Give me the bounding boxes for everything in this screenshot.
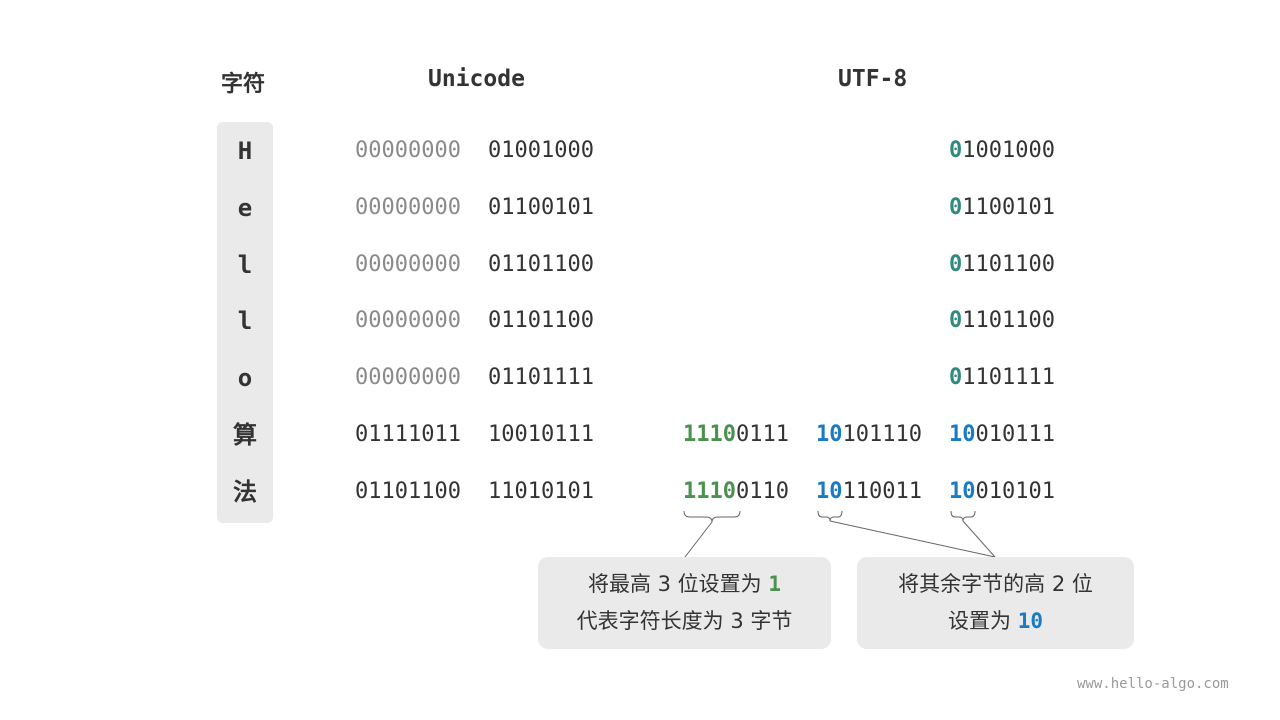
- note-rest-line1: 将其余字节的高 2 位: [898, 572, 1093, 596]
- unicode-high-byte: 01101100: [355, 479, 461, 504]
- utf8-byte: 01100101: [949, 192, 1055, 224]
- utf8-payload-bits: 1001000: [962, 138, 1055, 163]
- unicode-high-byte: 00000000: [355, 195, 461, 220]
- utf8-byte: 10101110: [816, 419, 922, 451]
- char-cell: o: [237, 364, 253, 392]
- utf8-prefix-bits: 10: [949, 479, 976, 504]
- connector-note-rest-b: [962, 520, 996, 558]
- utf8-byte: 11100110: [683, 476, 789, 508]
- utf8-payload-bits: 110011: [842, 479, 922, 504]
- char-cell: e: [237, 194, 253, 222]
- unicode-high-byte: 01111011: [355, 422, 461, 447]
- unicode-high-byte: 00000000: [355, 308, 461, 333]
- unicode-low-byte: 01101111: [488, 365, 594, 390]
- utf8-payload-bits: 0111: [735, 422, 789, 447]
- utf8-prefix-bits: 10: [949, 422, 976, 447]
- note-lead-highlight: 1: [768, 572, 782, 596]
- utf8-prefix-bits: 10: [816, 479, 843, 504]
- utf8-byte: 01101100: [949, 249, 1055, 281]
- brace-continuation-bits-2: [817, 510, 843, 522]
- header-char: 字符: [221, 72, 266, 97]
- note-lead-byte: 将最高 3 位设置为 1 代表字符长度为 3 字节: [538, 557, 831, 649]
- utf8-prefix-bits: 0: [949, 138, 963, 163]
- utf8-byte: 10010101: [949, 476, 1055, 508]
- utf8-payload-bits: 0110: [735, 479, 789, 504]
- utf8-byte: 10110011: [816, 476, 922, 508]
- char-cell: 算: [233, 421, 257, 449]
- utf8-prefix-bits: 0: [949, 195, 963, 220]
- utf8-prefix-bits: 0: [949, 308, 963, 333]
- brace-lead-bits: [683, 510, 741, 523]
- watermark: www.hello-algo.com: [1077, 676, 1229, 692]
- unicode-low-byte: 10010111: [488, 422, 594, 447]
- brace-continuation-bits-3: [950, 510, 976, 522]
- header-utf8: UTF-8: [838, 66, 908, 92]
- unicode-low-byte: 11010101: [488, 479, 594, 504]
- utf8-payload-bits: 010101: [975, 479, 1055, 504]
- char-cell: H: [237, 137, 253, 165]
- char-column: [217, 122, 273, 523]
- utf8-prefix-bits: 0: [949, 365, 963, 390]
- header-unicode: Unicode: [428, 66, 525, 92]
- unicode-low-byte: 01001000: [488, 138, 594, 163]
- utf8-prefix-bits: 10: [816, 422, 843, 447]
- note-lead-line1: 将最高 3 位设置为: [587, 572, 769, 596]
- utf8-byte: 01101100: [949, 305, 1055, 337]
- note-continuation-bytes: 将其余字节的高 2 位 设置为 10: [857, 557, 1134, 649]
- utf8-payload-bits: 010111: [975, 422, 1055, 447]
- utf8-prefix-bits: 1110: [683, 422, 736, 447]
- char-cell: l: [237, 251, 253, 279]
- note-lead-line2: 代表字符长度为 3 字节: [576, 609, 793, 633]
- unicode-high-byte: 00000000: [355, 252, 461, 277]
- utf8-payload-bits: 1101100: [962, 252, 1055, 277]
- char-cell: l: [237, 307, 253, 335]
- utf8-byte: 01101111: [949, 362, 1055, 394]
- unicode-low-byte: 01100101: [488, 195, 594, 220]
- unicode-high-byte: 00000000: [355, 365, 461, 390]
- utf8-prefix-bits: 0: [949, 252, 963, 277]
- utf8-prefix-bits: 1110: [683, 479, 736, 504]
- utf8-payload-bits: 1100101: [962, 195, 1055, 220]
- note-rest-highlight: 10: [1017, 609, 1043, 633]
- utf8-byte: 11100111: [683, 419, 789, 451]
- utf8-payload-bits: 101110: [842, 422, 922, 447]
- connector-note-first: [684, 521, 713, 558]
- utf8-payload-bits: 1101111: [962, 365, 1055, 390]
- utf8-byte: 01001000: [949, 135, 1055, 167]
- unicode-low-byte: 01101100: [488, 252, 594, 277]
- char-cell: 法: [233, 478, 257, 506]
- utf8-byte: 10010111: [949, 419, 1055, 451]
- unicode-low-byte: 01101100: [488, 308, 594, 333]
- note-rest-line2: 设置为: [948, 609, 1018, 633]
- utf8-payload-bits: 1101100: [962, 308, 1055, 333]
- unicode-high-byte: 00000000: [355, 138, 461, 163]
- connector-note-rest-a: [829, 520, 996, 558]
